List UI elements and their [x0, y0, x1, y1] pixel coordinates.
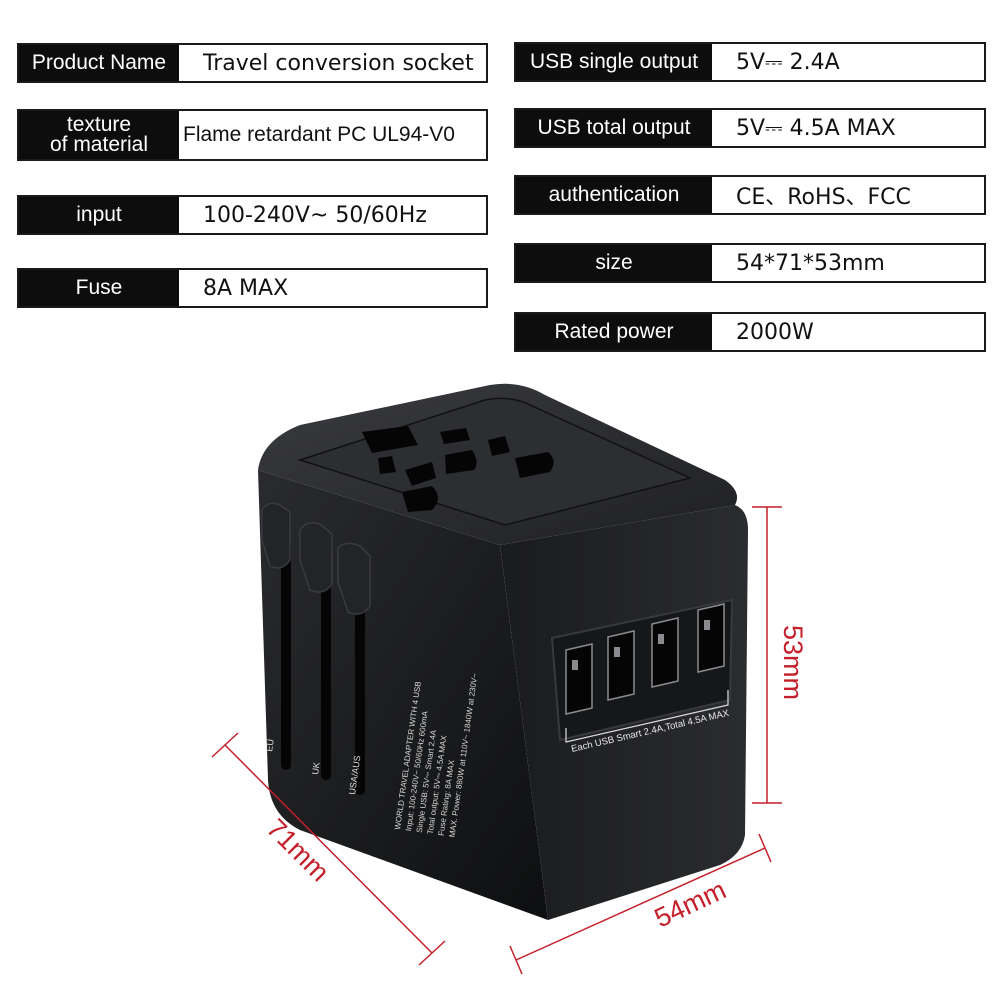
spec-value: CE、RoHS、FCC [736, 185, 911, 210]
spec-label: texture of material [19, 111, 179, 159]
spec-label: USB single output [516, 44, 712, 80]
spec-label-line: of material [49, 133, 149, 156]
plug-slider-uk[interactable] [299, 522, 333, 593]
spec-value: 2000W [736, 319, 814, 345]
usb-port-1[interactable] [565, 643, 593, 715]
spec-row-usb-total: USB total output 5V⎓ 4.5A MAX [514, 108, 986, 148]
spec-value: 8A MAX [203, 275, 289, 301]
spec-label-line: texture [66, 113, 132, 136]
usb-port-3[interactable] [651, 617, 679, 688]
spec-label: USB total output [516, 110, 712, 146]
spec-row-authentication: authentication CE、RoHS、FCC [514, 175, 986, 215]
spec-value: 5V⎓ 2.4A [736, 49, 840, 75]
usb-module-bezel [550, 598, 734, 742]
plug-slider-eu[interactable] [261, 502, 291, 569]
dimension-lines [211, 506, 782, 975]
spec-row-size: size 54*71*53mm [514, 243, 986, 283]
spec-row-rated-power: Rated power 2000W [514, 312, 986, 352]
usb-port-4[interactable] [697, 603, 725, 673]
dimension-height-label: 53mm [778, 625, 808, 700]
spec-row-fuse: Fuse 8A MAX [17, 268, 488, 308]
spec-label: Rated power [516, 314, 712, 350]
spec-value: Flame retardant PC UL94-V0 [183, 123, 455, 146]
plug-label-eu: EU [264, 738, 276, 752]
spec-label: Fuse [19, 270, 179, 306]
universal-socket-icon [362, 426, 554, 512]
spec-row-usb-single: USB single output 5V⎓ 2.4A [514, 42, 986, 82]
spec-value: 100-240V~ 50/60Hz [203, 202, 427, 228]
spec-label: input [19, 197, 179, 233]
spec-value: 54*71*53mm [736, 250, 885, 276]
spec-row-texture: texture of material Flame retardant PC U… [17, 109, 488, 161]
spec-row-product-name: Product Name Travel conversion socket [17, 43, 488, 83]
spec-row-input: input 100-240V~ 50/60Hz [17, 195, 488, 235]
usb-port-2[interactable] [607, 630, 635, 701]
spec-label: Product Name [19, 45, 179, 81]
spec-value: Travel conversion socket [203, 50, 474, 76]
plug-label-uk: UK [310, 761, 322, 775]
spec-label: size [516, 245, 712, 281]
plug-slider-tracks [281, 540, 365, 795]
spec-value: 5V⎓ 4.5A MAX [736, 115, 896, 141]
plug-slider-usa-aus[interactable] [337, 542, 371, 615]
spec-label: authentication [516, 177, 712, 213]
usb-caption-bracket [565, 690, 729, 743]
